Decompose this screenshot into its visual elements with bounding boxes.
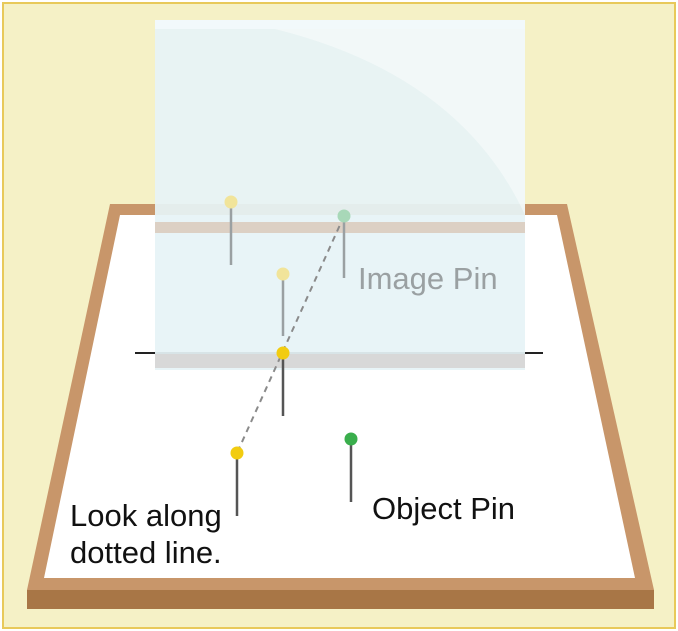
glass-block-top-edge xyxy=(155,20,525,29)
sighting-pin xyxy=(230,446,244,516)
object-pin-label: Object Pin xyxy=(372,491,516,526)
pin-head xyxy=(230,446,244,460)
pin-head xyxy=(337,209,351,223)
glass-block-bottom-edge xyxy=(155,354,525,368)
board-front-edge xyxy=(27,590,654,609)
look-along-line-1: Look along xyxy=(70,498,222,533)
pin-head xyxy=(344,432,358,446)
image-pin-label: Image Pin xyxy=(358,261,498,296)
glass-block xyxy=(155,20,525,370)
glass-block-back-edge xyxy=(155,222,525,233)
glass-reflection xyxy=(275,29,525,215)
pin-head xyxy=(276,267,290,281)
look-along-line-2: dotted line. xyxy=(70,535,222,571)
object-pin xyxy=(344,432,358,502)
look-along-label: Look along dotted line. xyxy=(70,497,222,571)
pin-behind-glass-left xyxy=(224,195,238,265)
glass-block-body xyxy=(155,20,525,370)
pin-head xyxy=(224,195,238,209)
pin-head xyxy=(276,346,290,360)
image-pin xyxy=(337,209,351,278)
pin-at-glass-edge xyxy=(276,346,290,416)
pin-behind-glass-middle xyxy=(276,267,290,336)
